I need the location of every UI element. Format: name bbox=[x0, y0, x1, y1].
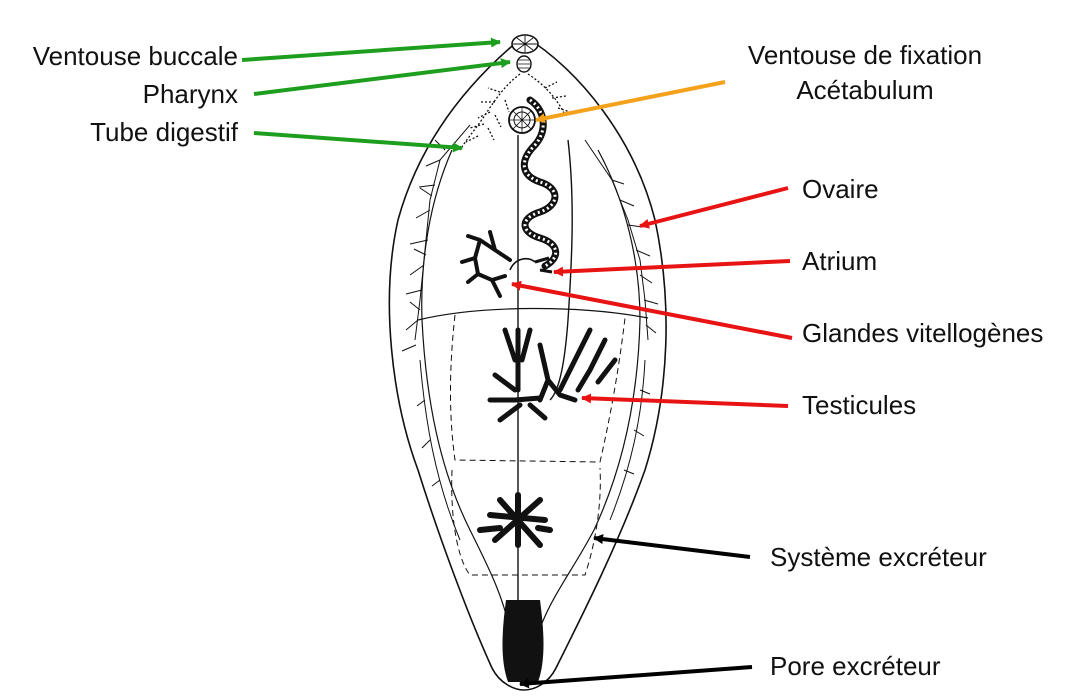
testis-zone-outline bbox=[449, 314, 626, 576]
label-ventouse-buccale: Ventouse buccale bbox=[32, 41, 238, 71]
testes-lower bbox=[477, 492, 553, 548]
body-outline bbox=[388, 35, 667, 691]
label-systeme-excreteur: Système excréteur bbox=[770, 542, 987, 572]
label-pore-excreteur: Pore excréteur bbox=[770, 651, 941, 681]
arrow-glandes bbox=[511, 280, 793, 340]
arrow-tube-digestif bbox=[253, 131, 463, 153]
label-testicules: Testicules bbox=[802, 390, 917, 420]
ovary-branches bbox=[460, 230, 512, 298]
label-ventouse-fixation: Ventouse de fixation bbox=[747, 40, 983, 70]
oral-sucker bbox=[511, 34, 539, 54]
label-ovaire: Ovaire bbox=[802, 174, 879, 204]
arrow-pore bbox=[519, 665, 753, 689]
label-glandes-vitellogenes: Glandes vitellogènes bbox=[802, 318, 1044, 348]
arrow-acetabulum bbox=[535, 80, 726, 124]
digestive-tube bbox=[459, 73, 571, 151]
label-acetabulum: Acétabulum bbox=[796, 75, 934, 105]
arrow-ventouse-buccale bbox=[241, 37, 501, 62]
label-atrium: Atrium bbox=[802, 246, 878, 276]
arrow-pharynx bbox=[253, 58, 511, 96]
pharynx bbox=[516, 55, 532, 73]
arrow-ovaire bbox=[639, 186, 789, 229]
label-tube-digestif: Tube digestif bbox=[90, 117, 238, 147]
acetabulum bbox=[508, 106, 536, 134]
excretory-pore bbox=[502, 600, 544, 682]
testes-upper bbox=[487, 327, 618, 423]
arrow-systeme bbox=[593, 534, 751, 559]
arrow-testicules bbox=[581, 393, 789, 408]
atrium bbox=[509, 256, 553, 274]
label-pharynx: Pharynx bbox=[142, 79, 238, 109]
uterus-coils-pattern bbox=[522, 98, 558, 268]
arrow-atrium bbox=[553, 259, 791, 277]
vitelline-branches-right bbox=[584, 139, 659, 521]
